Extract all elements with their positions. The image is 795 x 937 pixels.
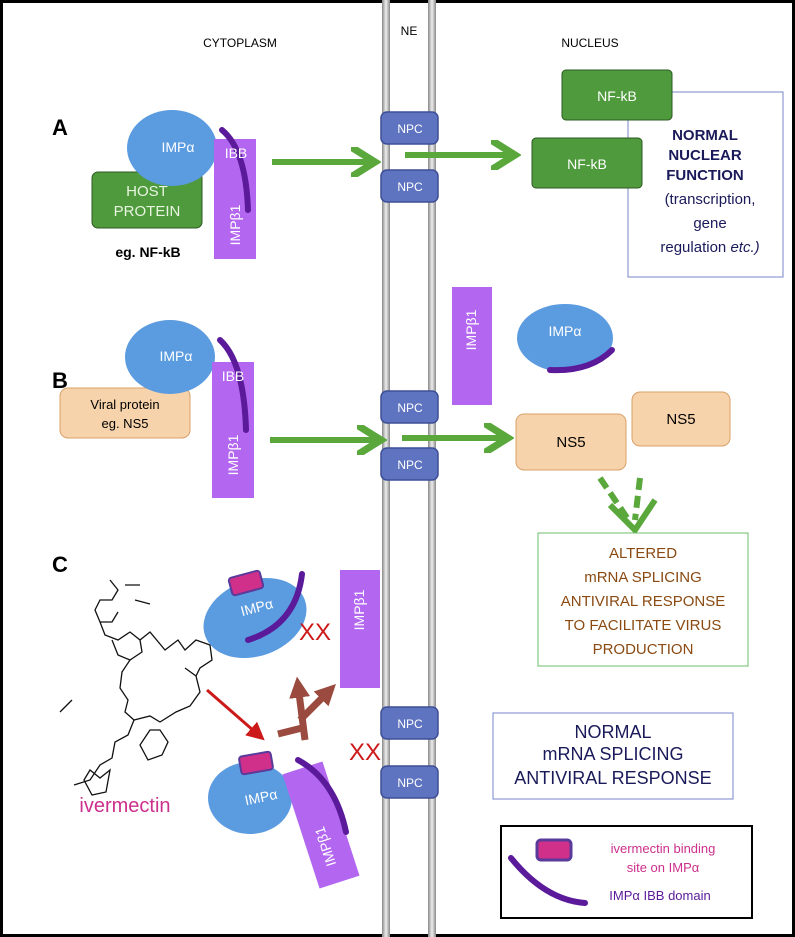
function-line: FUNCTION	[666, 167, 744, 184]
ibb-label: IBB	[225, 145, 248, 161]
altered-line: TO FACILITATE VIRUS	[565, 617, 722, 634]
nucleus-label: NUCLEUS	[561, 36, 618, 50]
ibb-domain-c-bottom	[295, 757, 349, 835]
viral-protein-label-1: Viral protein	[90, 397, 159, 412]
altered-line: mRNA SPLICING	[584, 569, 702, 586]
example-nfkb-label: eg. NF-kB	[115, 244, 180, 260]
altered-splicing-box	[537, 532, 749, 667]
imp-beta-label: IMPβ1	[225, 434, 241, 475]
legend-ibb-label: IMPα IBB domain	[609, 888, 710, 903]
block-mark: XX	[349, 739, 381, 766]
panel-label-b: B	[52, 368, 68, 393]
npc-a-top	[380, 111, 439, 145]
ns5-box-2	[631, 391, 731, 447]
ivermectin-binding-arrow	[206, 688, 265, 741]
altered-line: ANTIVIRAL RESPONSE	[561, 593, 726, 610]
ibb-domain-b	[217, 337, 249, 433]
imp-beta-nucleus	[452, 287, 492, 405]
ns5-box-1	[515, 413, 627, 471]
imp-beta-label: IMPβ1	[351, 589, 367, 630]
dashed-arrow-head	[607, 498, 658, 535]
imp-alpha-nucleus	[517, 304, 613, 372]
imp-alpha-c-bottom	[208, 762, 292, 834]
altered-line: PRODUCTION	[593, 641, 694, 658]
normal-line: mRNA SPLICING	[542, 744, 683, 764]
npc-b-top	[380, 390, 439, 424]
npc-c-bottom	[380, 765, 439, 799]
ne-label: NE	[401, 24, 418, 38]
dashed-arrow-1	[597, 476, 633, 524]
imp-alpha-a	[127, 110, 217, 186]
ibb-domain-c-top	[245, 571, 305, 643]
ibb-domain-a	[219, 127, 251, 213]
imp-beta-label: IMPβ1	[463, 309, 479, 350]
viral-protein-box	[59, 387, 191, 439]
nfkb-label: NF-kB	[597, 88, 637, 104]
nfkb-box-2	[531, 137, 643, 189]
altered-line: ALTERED	[609, 545, 677, 562]
function-line-last: regulation etc.)	[660, 239, 759, 256]
legend-binding-site-label-1: ivermectin binding	[611, 841, 716, 856]
npc-a-bottom	[380, 169, 439, 203]
npc-b-bottom	[380, 447, 439, 481]
npc-label: NPC	[397, 458, 423, 472]
function-line: gene	[693, 215, 726, 232]
ivermectin-binding-site	[227, 569, 265, 597]
nfkb-label: NF-kB	[567, 156, 607, 172]
imp-beta-c-bound	[282, 761, 360, 889]
legend-ibb-icon	[508, 855, 588, 906]
npc-label: NPC	[397, 776, 423, 790]
imp-alpha-label: IMPα	[243, 786, 279, 809]
dashed-arrow-2	[632, 477, 643, 521]
imp-alpha-b	[125, 320, 215, 394]
normal-line: ANTIVIRAL RESPONSE	[514, 768, 711, 788]
function-line: (transcription,	[665, 191, 756, 208]
npc-label: NPC	[397, 401, 423, 415]
normal-splicing-box	[492, 712, 734, 800]
viral-protein-label-2: eg. NS5	[102, 416, 149, 431]
imp-alpha-label: IMPα	[549, 323, 582, 339]
normal-line: NORMAL	[574, 722, 651, 742]
ns5-label: NS5	[556, 434, 585, 451]
function-line: NUCLEAR	[668, 147, 741, 164]
npc-label: NPC	[397, 717, 423, 731]
normal-nuclear-function-box	[627, 91, 784, 278]
npc-label: NPC	[397, 122, 423, 136]
ibb-label: IBB	[222, 368, 245, 384]
ibb-domain-nucleus	[547, 347, 615, 374]
imp-alpha-c-top	[203, 577, 307, 659]
ns5-label: NS5	[666, 411, 695, 428]
ivermectin-structure-icon	[59, 579, 213, 796]
imp-alpha-label: IMPα	[160, 348, 193, 364]
dissociation-arrows	[277, 676, 336, 741]
imp-beta-label: IMPβ1	[227, 204, 243, 245]
block-mark: XX	[299, 619, 331, 646]
npc-c-top	[380, 706, 439, 740]
ivermectin-binding-site	[238, 750, 274, 776]
host-protein-label-2: PROTEIN	[114, 203, 181, 220]
function-line-etc: etc.)	[730, 239, 759, 256]
cytoplasm-label: CYTOPLASM	[203, 36, 277, 50]
ivermectin-label: ivermectin	[79, 795, 170, 817]
panel-label-c: C	[52, 552, 68, 577]
panel-label-a: A	[52, 115, 68, 140]
nfkb-box-1	[561, 69, 673, 121]
npc-label: NPC	[397, 180, 423, 194]
imp-alpha-label: IMPα	[162, 139, 195, 155]
host-protein-label-1: HOST	[126, 183, 168, 200]
imp-beta-c-free	[340, 570, 380, 688]
legend-binding-site-icon	[535, 838, 573, 862]
function-line: regulation	[660, 239, 730, 256]
function-line: NORMAL	[672, 127, 738, 144]
legend-binding-site-label-2: site on IMPα	[627, 860, 700, 875]
